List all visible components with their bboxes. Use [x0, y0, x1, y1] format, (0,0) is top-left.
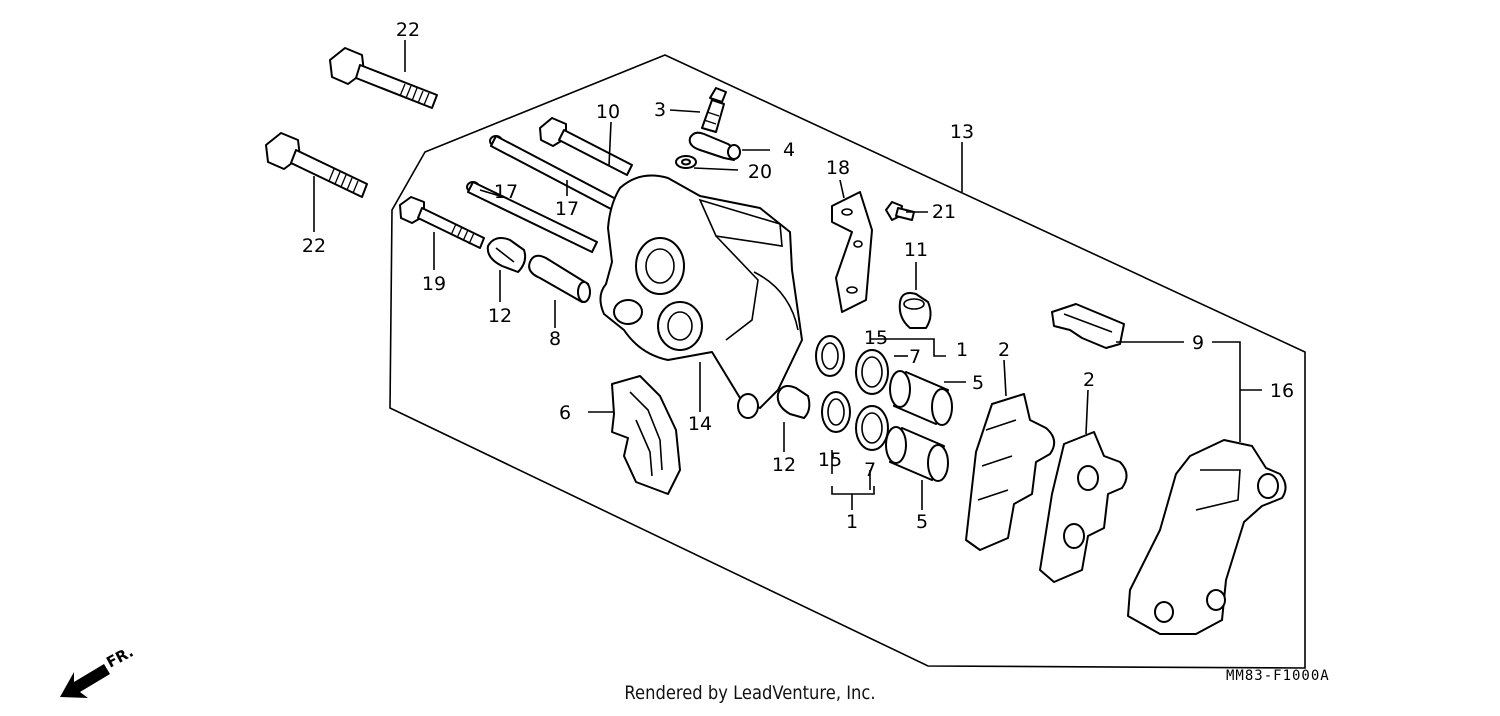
piston-seal-7-upper[interactable]: [855, 349, 889, 395]
washer-20[interactable]: [675, 155, 697, 169]
diagram-code: MM83-F1000A: [1226, 668, 1330, 684]
dust-seal-15-upper[interactable]: [815, 335, 845, 377]
label-22-upper: 22: [396, 19, 420, 41]
pad-spring-6[interactable]: [611, 375, 681, 495]
label-10: 10: [596, 101, 620, 123]
label-3: 3: [654, 99, 666, 121]
hose-joint-4[interactable]: [688, 131, 741, 161]
caliper-bracket-16[interactable]: [1127, 439, 1287, 635]
label-9: 9: [1192, 332, 1204, 354]
label-17-upper: 17: [494, 181, 518, 203]
bolt-22-upper[interactable]: [329, 47, 438, 109]
label-2-left: 2: [998, 339, 1010, 361]
callout-labels: 22 22 10 3 4 20 17 17 18 21 13 11 19 12 …: [302, 19, 1294, 533]
label-18: 18: [826, 157, 850, 179]
label-17-lower: 17: [555, 198, 579, 220]
label-20: 20: [748, 161, 772, 183]
piston-5-upper[interactable]: [889, 370, 953, 426]
label-11: 11: [904, 239, 928, 261]
label-14: 14: [688, 413, 712, 435]
label-12-left: 12: [488, 305, 512, 327]
pad-retainer-9[interactable]: [1051, 303, 1125, 349]
label-4: 4: [783, 139, 795, 161]
bleeder-valve-3[interactable]: [701, 87, 727, 133]
caliper-body-14[interactable]: [599, 174, 803, 419]
pin-bolt-10[interactable]: [539, 117, 633, 176]
label-13: 13: [950, 121, 974, 143]
pad-retainer-18[interactable]: [831, 191, 873, 313]
label-19: 19: [422, 273, 446, 295]
label-1-lower: 1: [846, 511, 858, 533]
label-7-upper: 7: [909, 346, 921, 368]
bolt-21[interactable]: [885, 201, 915, 221]
label-15-lower: 15: [818, 449, 842, 471]
label-15-upper: 15: [864, 327, 888, 349]
boot-12-center[interactable]: [776, 385, 811, 419]
piston-seal-7-lower[interactable]: [855, 405, 889, 451]
assembly-outline: [389, 54, 1306, 669]
dust-seal-15-lower[interactable]: [821, 391, 851, 433]
piston-5-lower[interactable]: [885, 426, 949, 482]
brake-pad-2-left[interactable]: [965, 393, 1056, 551]
boot-12-left[interactable]: [486, 237, 527, 273]
collar-8[interactable]: [528, 254, 591, 303]
label-12-center: 12: [772, 454, 796, 476]
label-1-upper: 1: [956, 339, 968, 361]
label-21: 21: [932, 201, 956, 223]
pin-17-lower[interactable]: [466, 181, 598, 253]
bolt-19[interactable]: [399, 196, 485, 249]
label-6: 6: [559, 402, 571, 424]
label-7-lower: 7: [864, 459, 876, 481]
label-5-lower: 5: [916, 511, 928, 533]
leader-lines: [313, 40, 1262, 510]
label-22-lower: 22: [302, 235, 326, 257]
label-5-upper: 5: [972, 372, 984, 394]
cap-11[interactable]: [898, 292, 932, 329]
front-arrow-icon: [60, 664, 110, 698]
bolt-22-lower[interactable]: [265, 132, 368, 198]
front-direction-label: FR.: [103, 643, 136, 672]
label-2-right: 2: [1083, 369, 1095, 391]
label-16: 16: [1270, 380, 1294, 402]
label-8: 8: [549, 328, 561, 350]
brake-pad-2-right[interactable]: [1039, 431, 1128, 583]
footer-credit: Rendered by LeadVenture, Inc.: [624, 682, 876, 704]
